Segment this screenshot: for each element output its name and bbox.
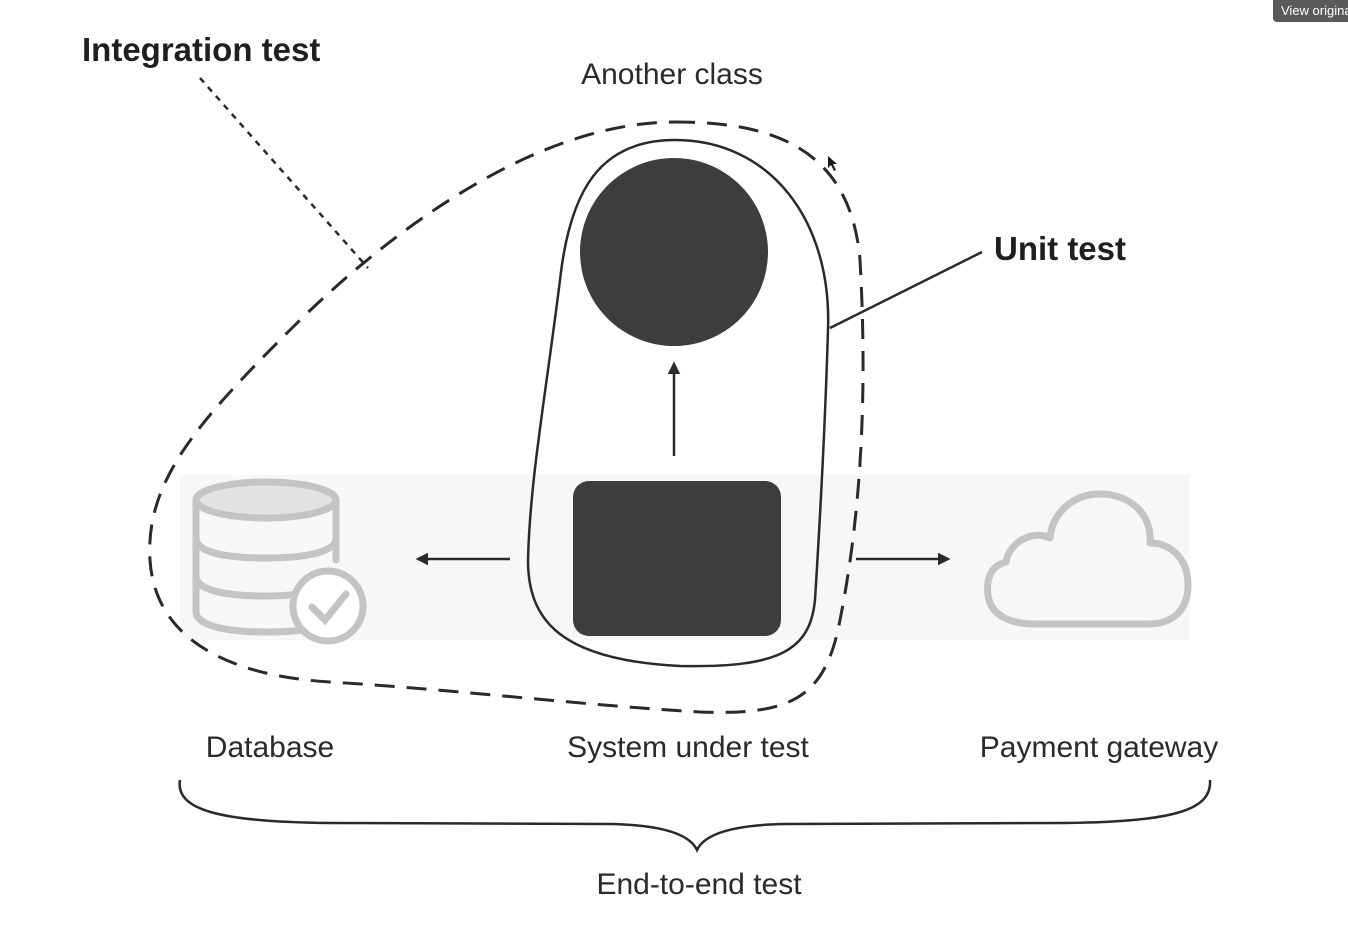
view-original-button[interactable]: View original: [1273, 0, 1348, 22]
database-check-icon: [192, 478, 367, 645]
system-under-test-box: [573, 481, 781, 636]
end-to-end-test-label: End-to-end test: [596, 868, 802, 901]
system-under-test-label: System under test: [567, 731, 809, 764]
mouse-cursor-icon: [828, 156, 837, 171]
end-to-end-brace: [178, 779, 1212, 853]
integration-test-leader: [199, 77, 369, 269]
unit-test-leader: [829, 250, 983, 330]
cloud-icon: [984, 490, 1192, 628]
unit-test-boundary: [526, 138, 830, 668]
unit-test-label: Unit test: [994, 230, 1126, 267]
another-class-circle: [580, 158, 768, 346]
database-label: Database: [206, 731, 334, 764]
another-class-label: Another class: [581, 58, 763, 91]
integration-test-label: Integration test: [82, 31, 320, 68]
integration-test-boundary: [148, 120, 865, 714]
payment-gateway-label: Payment gateway: [980, 731, 1218, 764]
